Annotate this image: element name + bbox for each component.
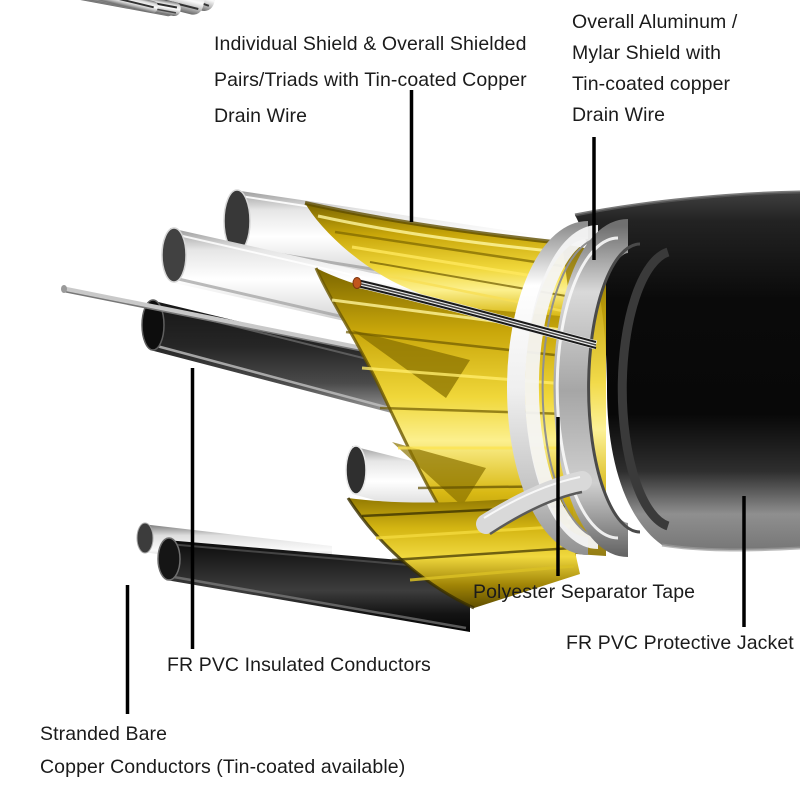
pair-jacket-mouth (161, 227, 187, 283)
label-text-line: Polyester Separator Tape (473, 581, 696, 603)
polyester-separator-tape-band (507, 221, 603, 555)
label-text-line: Overall Aluminum / (572, 11, 738, 33)
conductor-mouth (141, 299, 165, 351)
label-text-line: Tin-coated copper (572, 73, 731, 95)
aluminum-mylar-shield-band (553, 219, 641, 557)
label-protective-jacket: FR PVC Protective Jacket (566, 631, 794, 655)
label-text-line: Drain Wire (214, 105, 308, 127)
jacket-cut-rim (617, 247, 670, 531)
label-text-line: Drain Wire (572, 104, 666, 126)
label-text-line: Mylar Shield with (572, 42, 722, 64)
label-text-line: FR PVC Protective Jacket (566, 632, 794, 654)
conductor-mouth (345, 445, 367, 495)
tape-spiral-front (476, 471, 592, 536)
conductor-mouth (136, 522, 154, 554)
label-stranded-copper: Stranded Bare Copper Conductors (Tin-coa… (40, 718, 405, 784)
label-overall-shield: Overall Aluminum / Mylar Shield with Tin… (572, 7, 737, 131)
bottom-conductor-black (157, 537, 470, 632)
label-insulated-conductors: FR PVC Insulated Conductors (167, 653, 431, 677)
label-text-line: Copper Conductors (Tin-coated available) (40, 756, 406, 778)
label-individual-shield: Individual Shield & Overall Shielded Pai… (214, 26, 527, 134)
drain-wire-copper-tip (352, 277, 362, 289)
tinned-conductor (77, 0, 158, 14)
label-separator-tape: Polyester Separator Tape (473, 580, 695, 604)
leader-lines (125, 90, 746, 714)
tin-coated-drain-wire (352, 277, 598, 350)
label-text-line: Individual Shield & Overall Shielded (214, 33, 527, 55)
label-text-line: FR PVC Insulated Conductors (167, 654, 431, 676)
fr-pvc-jacket (574, 190, 800, 552)
label-text-line: Pairs/Triads with Tin-coated Copper (214, 69, 527, 91)
conductor-mouth (157, 537, 181, 581)
label-text-line: Stranded Bare (40, 723, 168, 745)
